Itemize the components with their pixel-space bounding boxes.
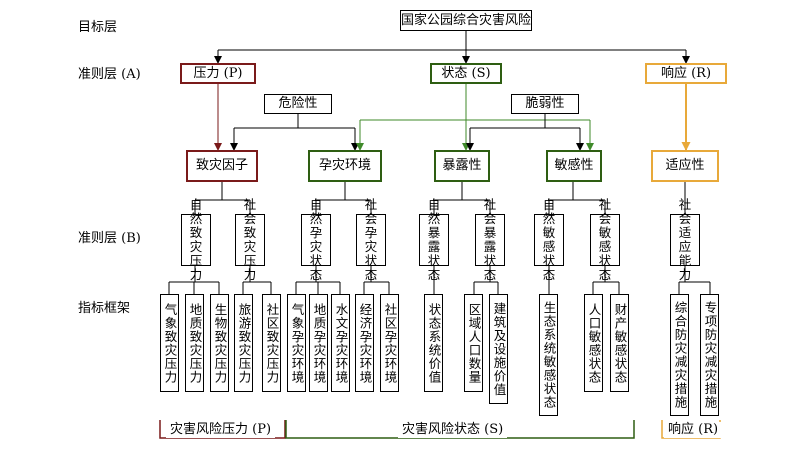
- criteria-b-social-exposure-state: 社会暴露状态: [475, 198, 505, 282]
- response-box: 响应 (R): [645, 63, 727, 84]
- indicator-economic-environment: 经济孕灾环境: [355, 294, 374, 392]
- hazard-group-box: 危险性: [264, 94, 332, 114]
- indicator-building-facility-value: 建筑及设施价值: [489, 294, 508, 404]
- category-state-label: 灾害风险状态 (S): [398, 422, 508, 438]
- category-response-label: 响应 (R): [664, 422, 723, 438]
- indicator-geological-pressure: 地质致灾压力: [185, 294, 204, 392]
- vulnerability-group-box: 脆弱性: [511, 94, 579, 114]
- level-criteria-b-label: 准则层 (B): [78, 231, 141, 246]
- indicator-hydrological-environment: 水文孕灾环境: [331, 294, 350, 392]
- indicator-special-measures: 专项防灾减灾措施: [700, 294, 719, 416]
- criteria-b-social-sensitivity-state: 社会敏感状态: [590, 198, 620, 282]
- indicator-biological-pressure: 生物致灾压力: [210, 294, 229, 392]
- exposure-box: 暴露性: [434, 150, 490, 182]
- root-box: 国家公园综合灾害风险: [400, 10, 532, 31]
- indicator-integrated-measures: 综合防灾减灾措施: [670, 294, 689, 416]
- criteria-b-natural-sensitivity-state: 自然敏感状态: [534, 198, 564, 282]
- state-box: 状态 (S): [430, 63, 502, 84]
- criteria-b-natural-hazard-pressure: 自然致灾压力: [181, 198, 211, 282]
- criteria-b-social-hazard-pressure: 社会致灾压力: [235, 198, 265, 282]
- sensitivity-box: 敏感性: [546, 150, 602, 182]
- pressure-box: 压力 (P): [180, 63, 256, 84]
- indicator-tourism-pressure: 旅游致灾压力: [234, 294, 253, 392]
- indicator-geological-environment: 地质孕灾环境: [309, 294, 328, 392]
- criteria-b-natural-environment-state: 自然孕灾状态: [301, 198, 331, 282]
- adaptability-box: 适应性: [651, 150, 719, 182]
- indicator-ecosystem-sensitivity: 生态系统敏感状态: [539, 294, 558, 416]
- environment-box: 孕灾环境: [308, 150, 382, 182]
- level-goal-label: 目标层: [78, 20, 118, 35]
- indicator-meteorological-pressure: 气象致灾压力: [160, 294, 179, 392]
- indicator-population-sensitivity: 人口敏感状态: [584, 294, 603, 392]
- indicator-regional-population: 区域人口数量: [464, 294, 483, 392]
- criteria-b-natural-exposure-state: 自然暴露状态: [419, 198, 449, 282]
- criteria-b-social-environment-state: 社会孕灾状态: [356, 198, 386, 282]
- hazard-factor-box: 致灾因子: [186, 150, 258, 182]
- indicator-property-sensitivity: 财产敏感状态: [610, 294, 629, 392]
- indicator-community-environment: 社区孕灾环境: [380, 294, 399, 392]
- level-criteria-a-label: 准则层 (A): [78, 67, 141, 82]
- indicator-meteorological-environment: 气象孕灾环境: [287, 294, 306, 392]
- level-indicators-label: 指标框架: [78, 301, 131, 316]
- indicator-ecosystem-value: 状态系统价值: [424, 294, 443, 392]
- criteria-b-social-adaptive-capacity: 社会适应能力: [670, 198, 700, 282]
- category-pressure-label: 灾害风险压力 (P): [166, 422, 276, 438]
- indicator-community-pressure: 社区致灾压力: [262, 294, 281, 392]
